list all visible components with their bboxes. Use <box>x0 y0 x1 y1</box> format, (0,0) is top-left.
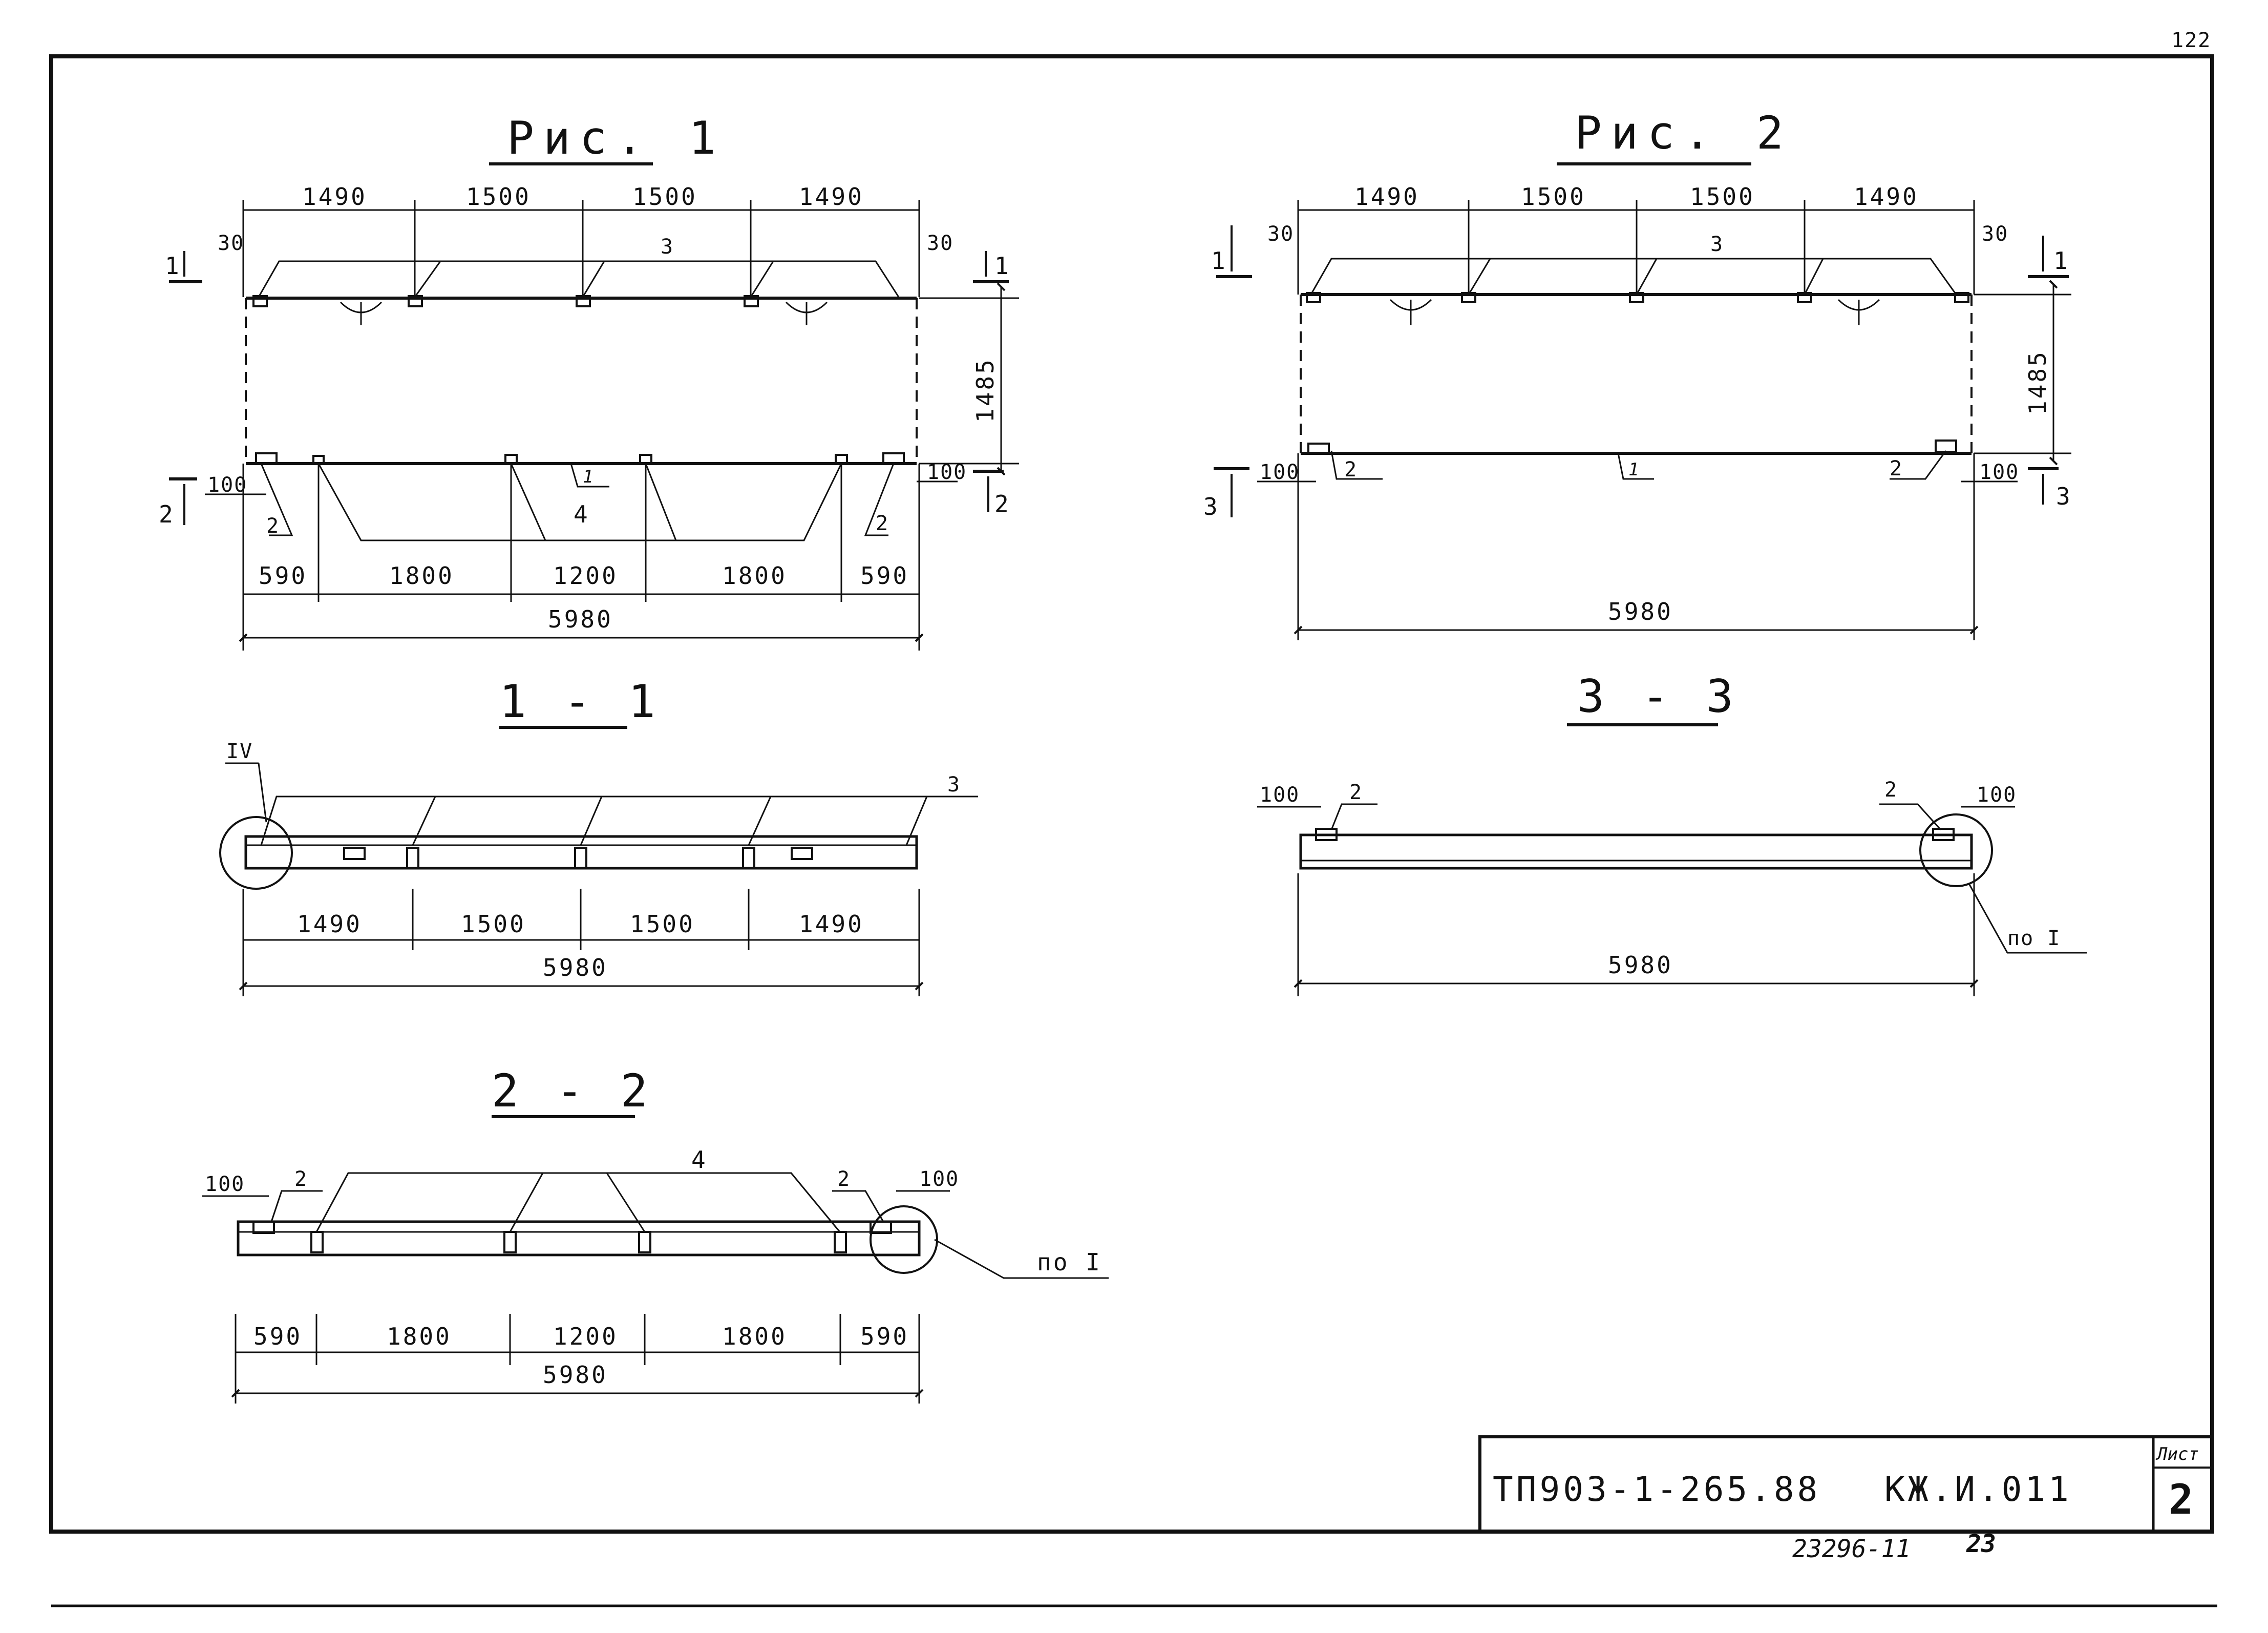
sec33-node-ref: по I <box>2007 927 2061 950</box>
sec22-callout-2-left: 2 <box>294 1167 308 1191</box>
fig2-side-dim-left: 100 <box>1260 460 1300 484</box>
fig1-dim-top-3: 1500 <box>632 183 697 211</box>
sec33-side-dim-right: 100 <box>1977 783 2017 807</box>
corner-mark: 122 <box>2171 29 2211 52</box>
sec11-dim-3: 1500 <box>630 910 695 938</box>
section-1-1: 1 - 1 IV 3 1490 1500 1500 1490 5980 <box>219 675 978 996</box>
title-block-code: ТП903-1-265.88 <box>1493 1470 1820 1509</box>
fig1-section-mark-1-right: 1 <box>973 251 1011 283</box>
sec22-side-dim-right: 100 <box>919 1167 959 1191</box>
title-block: ТП903-1-265.88 КЖ.И.011 Лист 2 <box>1478 1435 2214 1533</box>
fig1-dim-bottom-3: 1200 <box>553 562 618 590</box>
fig1-side-dim-right: 100 <box>927 460 967 484</box>
sec22-node-ref: по I <box>1037 1248 1102 1276</box>
svg-text:1: 1 <box>1211 247 1227 275</box>
archive-note: 23296-11 23 <box>1792 1530 1996 1563</box>
title-block-sheet-label: Лист <box>2155 1444 2199 1464</box>
fig1-callout-1: 1 <box>583 467 593 487</box>
sec22-dim-5: 590 <box>860 1323 909 1350</box>
sec11-callout-3: 3 <box>947 773 961 797</box>
sec11-total: 5980 <box>543 954 608 981</box>
section-3-3: 3 - 3 100 2 2 100 по I 5980 <box>1257 670 2087 996</box>
fig2-edge-dim-right: 30 <box>1982 222 2008 246</box>
archive-page: 23 <box>1966 1530 1996 1558</box>
sec22-side-dim-left: 100 <box>205 1173 245 1196</box>
sec22-dim-1: 590 <box>253 1323 302 1350</box>
svg-text:2: 2 <box>994 490 1011 518</box>
fig2-edge-dim-left: 30 <box>1267 222 1294 246</box>
fig1-dim-top-4: 1490 <box>799 183 864 211</box>
fig2-callout-1: 1 <box>1628 459 1639 480</box>
fig2-plan: Рис. 2 1490 1500 1500 1490 30 30 3 1 <box>1203 107 2072 640</box>
fig1-dim-bottom-2: 1800 <box>389 562 454 590</box>
fig1-callout-4: 4 <box>574 500 590 528</box>
fig2-section-mark-1-left: 1 <box>1211 225 1252 278</box>
fig1-dim-top-1: 1490 <box>302 183 367 211</box>
fig1-callout-2-right: 2 <box>876 512 889 535</box>
sec11-dim-2: 1500 <box>461 910 526 938</box>
fig1-edge-dim-left: 30 <box>218 232 244 255</box>
sec33-callout-2-right: 2 <box>1884 778 1898 802</box>
fig2-section-mark-3-right: 3 <box>2028 467 2072 510</box>
sec22-callout-4: 4 <box>691 1146 708 1174</box>
fig1-dim-bottom-5: 590 <box>860 562 909 590</box>
fig2-total: 5980 <box>1608 598 1673 625</box>
sec33-callout-2-left: 2 <box>1349 781 1363 804</box>
fig1-section-mark-2-left: 2 <box>159 477 197 528</box>
sec22-dim-4: 1800 <box>722 1323 787 1350</box>
fig2-section-mark-3-left: 3 <box>1203 467 1249 520</box>
fig2-title: Рис. 2 <box>1575 107 1793 159</box>
sec22-dim-2: 1800 <box>387 1323 452 1350</box>
sec11-title: 1 - 1 <box>499 675 661 728</box>
title-block-mark: КЖ.И.011 <box>1884 1470 2072 1509</box>
sec22-callout-2-right: 2 <box>837 1167 851 1191</box>
fig2-callout-2-right: 2 <box>1890 457 1903 480</box>
fig2-callout-3: 3 <box>1710 233 1724 256</box>
fig1-total: 5980 <box>548 605 613 633</box>
svg-text:1: 1 <box>165 252 181 280</box>
fig2-callout-2-left: 2 <box>1344 458 1358 481</box>
svg-text:3: 3 <box>2056 483 2072 510</box>
fig2-side-dim-right: 100 <box>1979 460 2019 484</box>
sec11-dim-4: 1490 <box>799 910 864 938</box>
sheet-frame: 1 2 2 <box>49 29 2217 1607</box>
fig1-plan: Рис. 1 1490 1500 1500 1490 30 30 3 <box>159 112 1019 651</box>
svg-text:1: 1 <box>994 252 1011 280</box>
title-block-sheet-number: 2 <box>2169 1476 2193 1523</box>
fig2-dim-top-1: 1490 <box>1354 183 1419 211</box>
fig1-dim-bottom-1: 590 <box>259 562 307 590</box>
archive-number: 23296-11 <box>1792 1535 1911 1563</box>
fig1-edge-dim-right: 30 <box>927 232 953 255</box>
sec11-dim-1: 1490 <box>297 910 362 938</box>
sec22-total: 5980 <box>543 1361 608 1389</box>
sec33-title: 3 - 3 <box>1577 670 1739 723</box>
fig1-height-dim: 1485 <box>971 358 999 423</box>
fig1-side-dim-left: 100 <box>207 473 247 497</box>
sec33-total: 5980 <box>1608 951 1673 979</box>
fig1-dim-top-2: 1500 <box>466 183 531 211</box>
fig2-dim-top-4: 1490 <box>1854 183 1919 211</box>
sec33-side-dim-left: 100 <box>1260 783 1300 807</box>
svg-text:2: 2 <box>159 500 175 528</box>
section-2-2: 2 - 2 4 100 2 2 100 по I 590 1800 <box>202 1064 1109 1404</box>
fig1-callout-3: 3 <box>661 235 674 259</box>
fig1-callout-2-left: 2 <box>266 514 280 538</box>
fig1-dim-bottom-4: 1800 <box>722 562 787 590</box>
sec22-dim-3: 1200 <box>553 1323 618 1350</box>
svg-text:1: 1 <box>2053 247 2070 275</box>
fig1-section-mark-2-right: 2 <box>973 470 1011 518</box>
sec22-title: 2 - 2 <box>492 1064 653 1117</box>
sec11-node-ref: IV <box>226 740 253 763</box>
fig2-section-mark-1-right: 1 <box>2028 236 2070 278</box>
fig2-height-dim: 1485 <box>2024 350 2051 415</box>
fig1-section-mark-1-left: 1 <box>165 251 202 283</box>
fig2-dim-top-2: 1500 <box>1521 183 1586 211</box>
fig2-dim-top-3: 1500 <box>1690 183 1755 211</box>
svg-text:3: 3 <box>1203 493 1220 520</box>
fig1-title: Рис. 1 <box>507 112 725 164</box>
